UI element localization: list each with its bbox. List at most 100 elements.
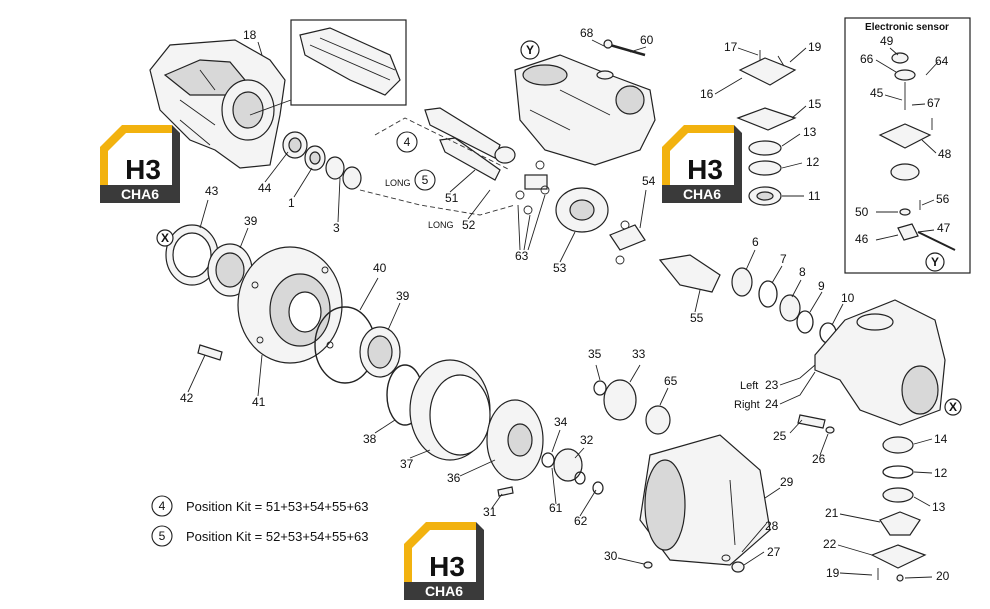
label-31: 31: [483, 505, 497, 519]
planet-carrier-36: [486, 399, 544, 481]
logo-1: H3 CHA6: [100, 125, 180, 203]
label-23: 23: [765, 378, 779, 392]
label-39-a: 39: [244, 214, 258, 228]
label-12-top: 12: [806, 155, 820, 169]
label-20: 20: [936, 569, 950, 583]
label-left: Left: [740, 380, 758, 392]
marker-x-left: X: [156, 229, 174, 247]
label-55: 55: [690, 311, 704, 325]
bearing-44: [282, 131, 308, 159]
svg-text:5: 5: [159, 529, 166, 543]
kit-circle-5: 5: [414, 169, 436, 191]
label-30: 30: [604, 549, 618, 563]
kit-text-4: Position Kit = 51+53+54+55+63: [186, 499, 369, 514]
label-8: 8: [799, 265, 806, 279]
stud-42: [197, 344, 223, 361]
part-labels: 18 44 1 3 LONG LONG 51 52 63 53 54 68 60…: [180, 22, 952, 583]
sensor-60: [596, 39, 646, 80]
label-25: 25: [773, 429, 787, 443]
label-42: 42: [180, 391, 194, 405]
label-61: 61: [549, 501, 563, 515]
label-43: 43: [205, 184, 219, 198]
label-right: Right: [734, 399, 760, 411]
label-44: 44: [258, 181, 272, 195]
logo-2: H3 CHA6: [662, 125, 742, 203]
kit-circle-4: 4: [396, 131, 418, 153]
svg-text:H3: H3: [687, 154, 723, 185]
label-68: 68: [580, 26, 594, 40]
inset-title: Electronic sensor: [865, 22, 949, 33]
label-24: 24: [765, 397, 779, 411]
label-18: 18: [243, 28, 257, 42]
cross-54: [609, 224, 646, 251]
svg-text:H3: H3: [125, 154, 161, 185]
seal-1: [304, 145, 326, 171]
svg-text:5: 5: [422, 173, 429, 187]
marker-x-right: X: [944, 398, 962, 416]
label-51: 51: [445, 191, 459, 205]
label-65: 65: [664, 374, 678, 388]
label-34: 34: [554, 415, 568, 429]
kit-text-5: Position Kit = 52+53+54+55+63: [186, 529, 369, 544]
planet-gears: [541, 379, 671, 495]
label-33: 33: [632, 347, 646, 361]
axle-inset-box: [249, 19, 407, 116]
label-29: 29: [780, 475, 794, 489]
shaft-55: [658, 254, 721, 293]
label-19-top: 19: [808, 40, 822, 54]
svg-text:CHA6: CHA6: [425, 583, 463, 599]
hub-cover-29: [639, 434, 771, 566]
marker-y-top: Y: [520, 40, 540, 60]
label-53: 53: [553, 261, 567, 275]
svg-text:X: X: [161, 231, 169, 245]
label-13-top: 13: [803, 125, 817, 139]
label-64: 64: [935, 54, 949, 68]
svg-text:H3: H3: [429, 551, 465, 582]
label-46: 46: [855, 232, 869, 246]
label-9: 9: [818, 279, 825, 293]
label-62: 62: [574, 514, 588, 528]
label-12-bottom: 12: [934, 466, 948, 480]
label-47: 47: [937, 221, 951, 235]
label-28: 28: [765, 519, 779, 533]
label-6: 6: [752, 235, 759, 249]
label-39-b: 39: [396, 289, 410, 303]
label-52: 52: [462, 218, 476, 232]
label-60: 60: [640, 33, 654, 47]
screw-30: [643, 561, 653, 569]
svg-text:X: X: [949, 400, 957, 414]
bolt-25: [797, 414, 835, 434]
lower-knuckle: [814, 299, 946, 426]
label-36: 36: [447, 471, 461, 485]
bolt-31: [497, 486, 514, 497]
label-26: 26: [812, 452, 826, 466]
seal-stack: [731, 267, 837, 344]
label-32: 32: [580, 433, 594, 447]
leader-lines: [187, 39, 939, 579]
svg-text:CHA6: CHA6: [121, 186, 159, 202]
ring-gear-37: [409, 359, 491, 461]
bushing-3: [325, 156, 362, 190]
label-48: 48: [938, 147, 952, 161]
label-14: 14: [934, 432, 948, 446]
label-56: 56: [936, 192, 950, 206]
label-49: 49: [880, 34, 894, 48]
label-7: 7: [780, 252, 787, 266]
label-27: 27: [767, 545, 781, 559]
svg-text:4: 4: [404, 135, 411, 149]
label-15: 15: [808, 97, 822, 111]
label-37: 37: [400, 457, 414, 471]
label-10: 10: [841, 291, 855, 305]
universal-joint-53: [494, 146, 630, 265]
marker-y-inset: Y: [925, 252, 945, 272]
svg-text:Y: Y: [526, 43, 534, 57]
label-long-2: LONG: [428, 220, 454, 230]
label-19-bottom: 19: [826, 566, 840, 580]
label-3: 3: [333, 221, 340, 235]
label-13-bottom: 13: [932, 500, 946, 514]
label-63: 63: [515, 249, 529, 263]
label-1: 1: [288, 196, 295, 210]
label-21: 21: [825, 506, 839, 520]
